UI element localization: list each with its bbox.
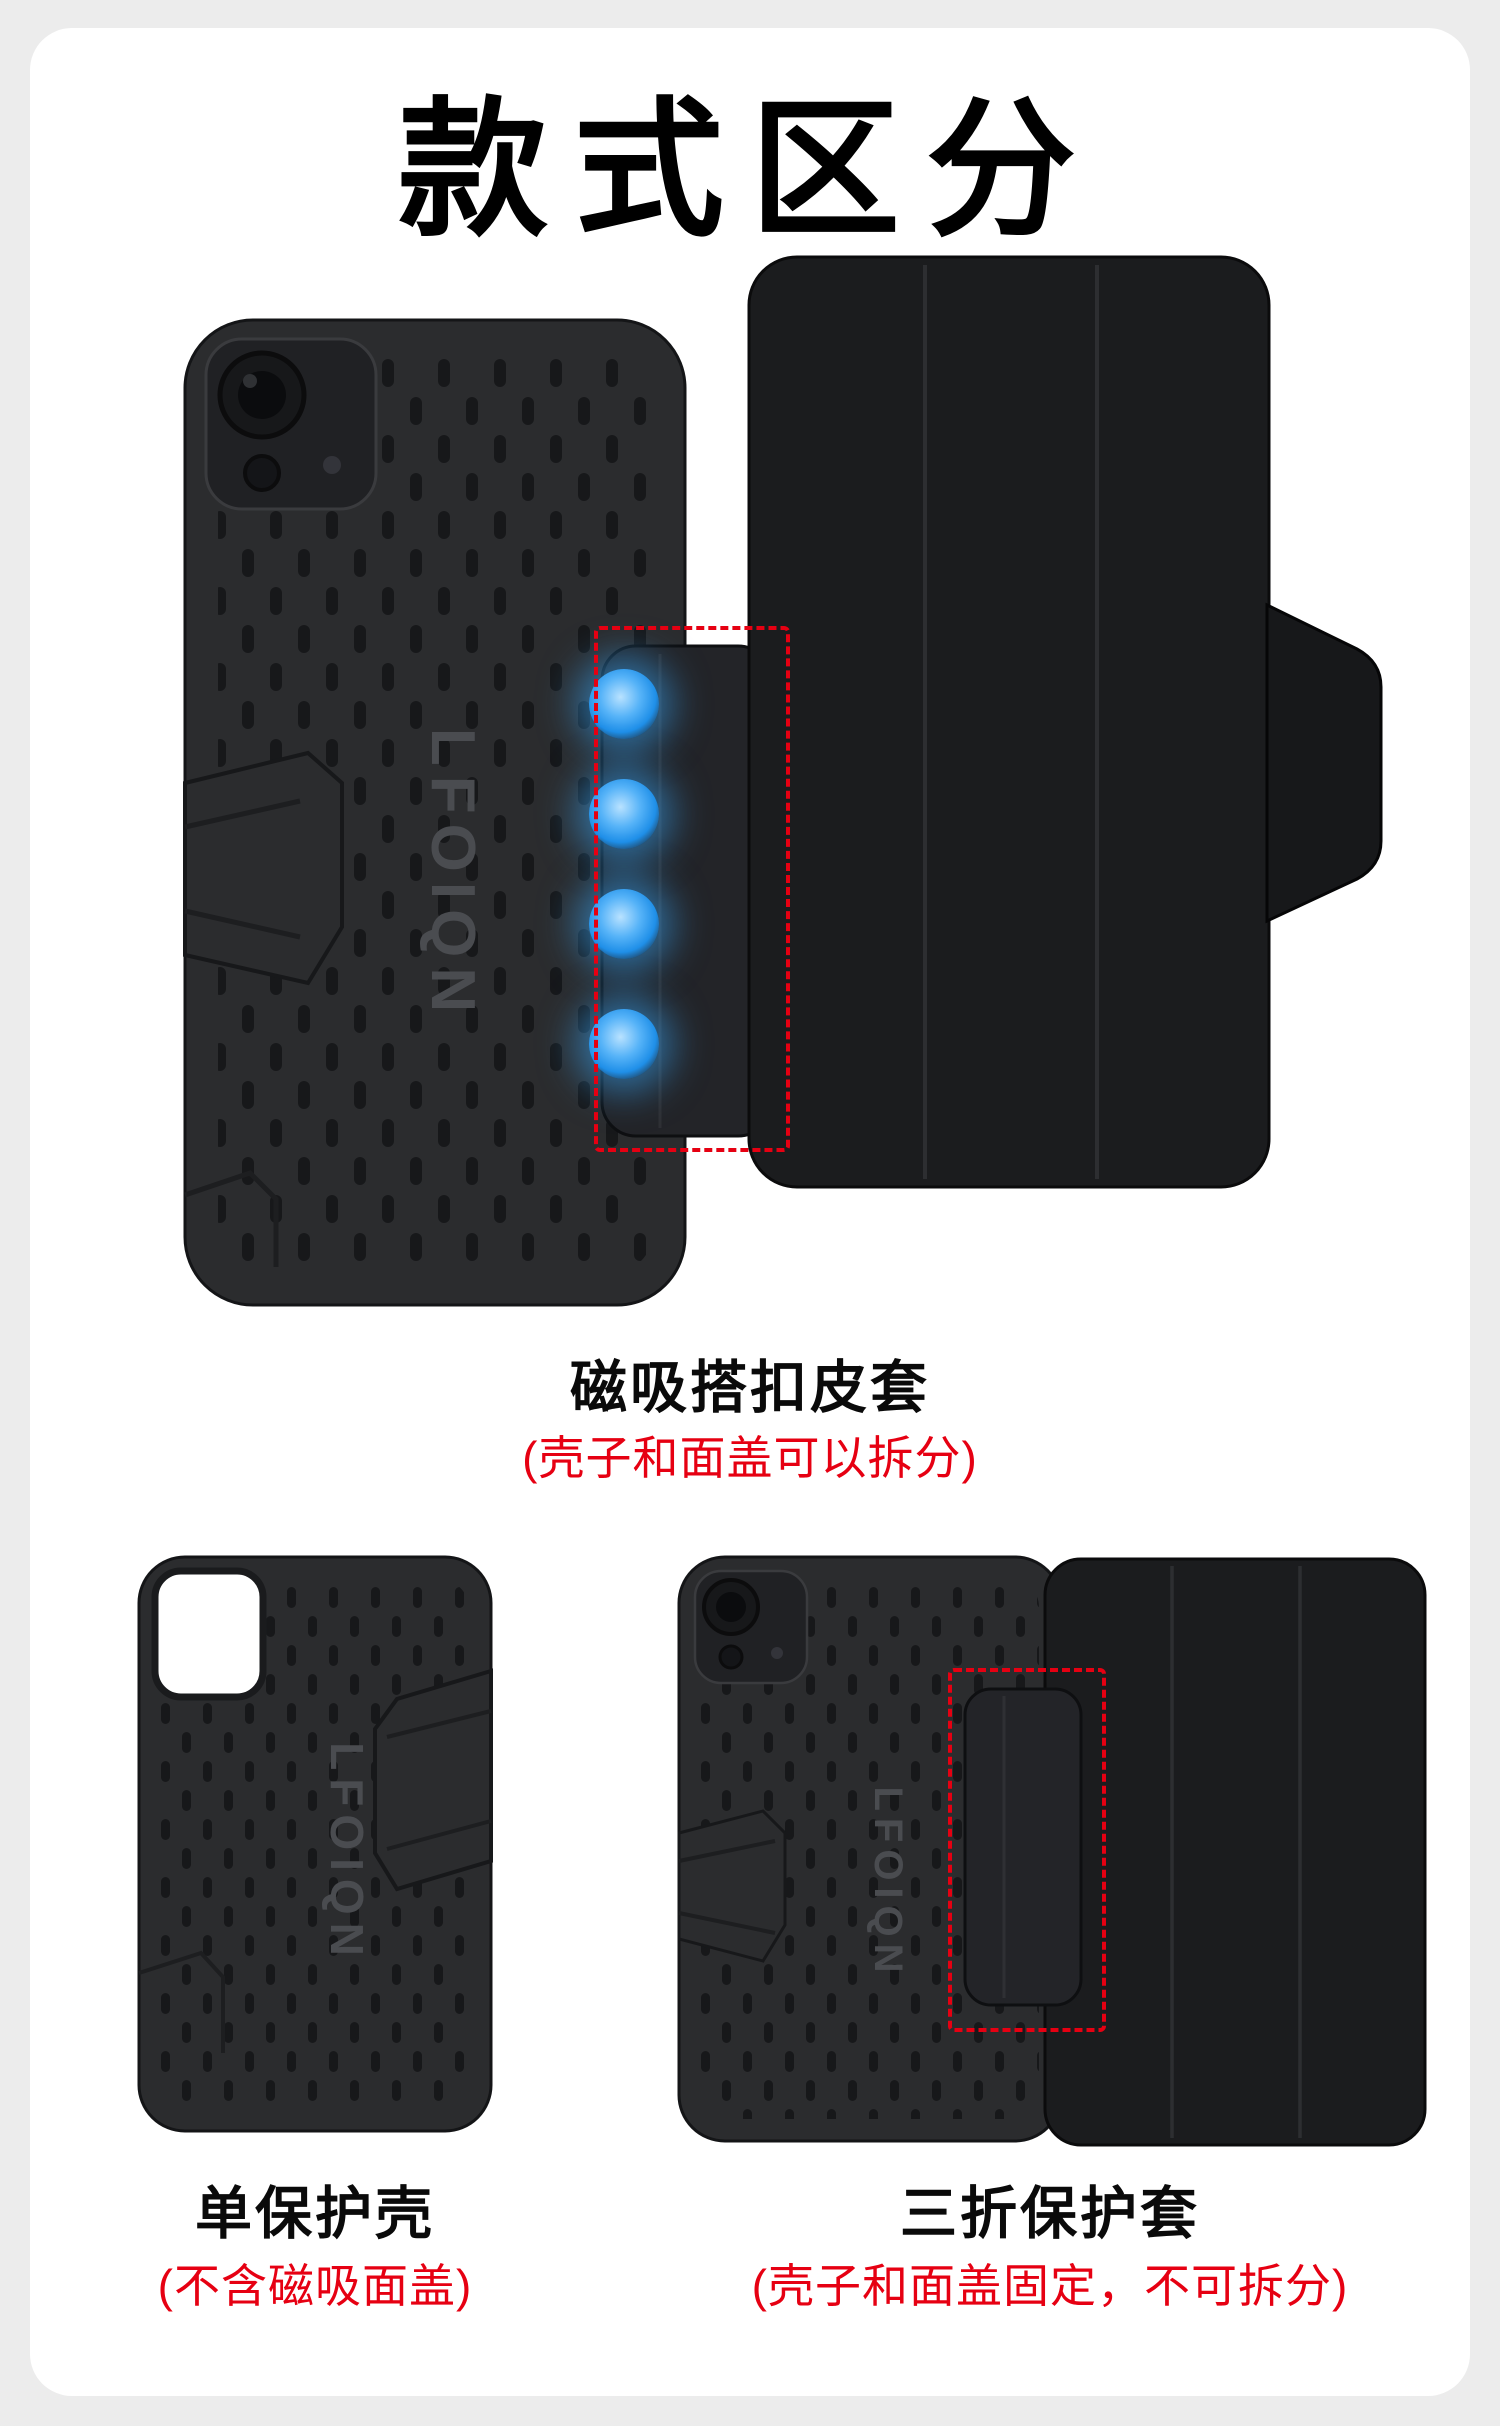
- grip-groove-lines: [678, 1839, 776, 1935]
- camera-module: [693, 1569, 809, 1685]
- magnet-dot: [589, 779, 659, 849]
- flash-dot: [323, 456, 341, 474]
- caption-single-shell: 单保护壳: [195, 2182, 435, 2246]
- single-shell-render: LFOIQN: [137, 1555, 493, 2133]
- ventilation-slot-pattern: [701, 1579, 1039, 2119]
- trifold-cover-render: [747, 255, 1383, 1189]
- brand-text: LFOIQN: [866, 1786, 910, 1979]
- magnet-dot: [589, 1009, 659, 1079]
- ventilation-slot-pattern: [218, 351, 652, 1271]
- cover-side-flap: [1265, 602, 1383, 924]
- page-title: 款式区分: [397, 86, 1102, 254]
- note-trifold: (壳子和面盖固定，不可拆分): [751, 2260, 1349, 2312]
- side-grip-panel: [677, 1809, 787, 1963]
- flash-dot: [771, 1647, 783, 1659]
- magnet-highlight-box: [594, 626, 790, 1152]
- camera-cutout: [151, 1567, 267, 1701]
- brand-text: LFOIQN: [418, 728, 487, 1022]
- note-magnetic-case: (壳子和面盖可以拆分): [522, 1432, 978, 1484]
- corner-groove-lines: [138, 1950, 225, 2053]
- camera-lens-small: [718, 1644, 744, 1670]
- note-single-shell: (不含磁吸面盖): [157, 2260, 473, 2312]
- grip-groove-lines: [386, 1709, 492, 1851]
- grip-groove-lines: [184, 798, 301, 940]
- side-grip-panel: [183, 750, 344, 986]
- tablet-back-case-render: LFOIQN: [183, 318, 687, 1307]
- hinge-highlight-box: [948, 1668, 1106, 2032]
- magnet-dot: [589, 669, 659, 739]
- caption-trifold: 三折保护套: [900, 2182, 1200, 2246]
- magnet-dot: [589, 889, 659, 959]
- trifold-cover-render-small: [1043, 1557, 1427, 2147]
- caption-magnetic-case: 磁吸搭扣皮套: [570, 1356, 930, 1420]
- side-grip-panel: [373, 1668, 493, 1892]
- tablet-back-case-render-small: LFOIQN: [677, 1555, 1063, 2143]
- corner-groove-lines: [184, 1170, 279, 1267]
- brand-text: LFOIQN: [321, 1742, 373, 1964]
- fixed-hinge-strip: [963, 1687, 1083, 2007]
- camera-module: [204, 337, 378, 511]
- cover-body: [747, 255, 1271, 1189]
- camera-lens-small: [243, 454, 281, 492]
